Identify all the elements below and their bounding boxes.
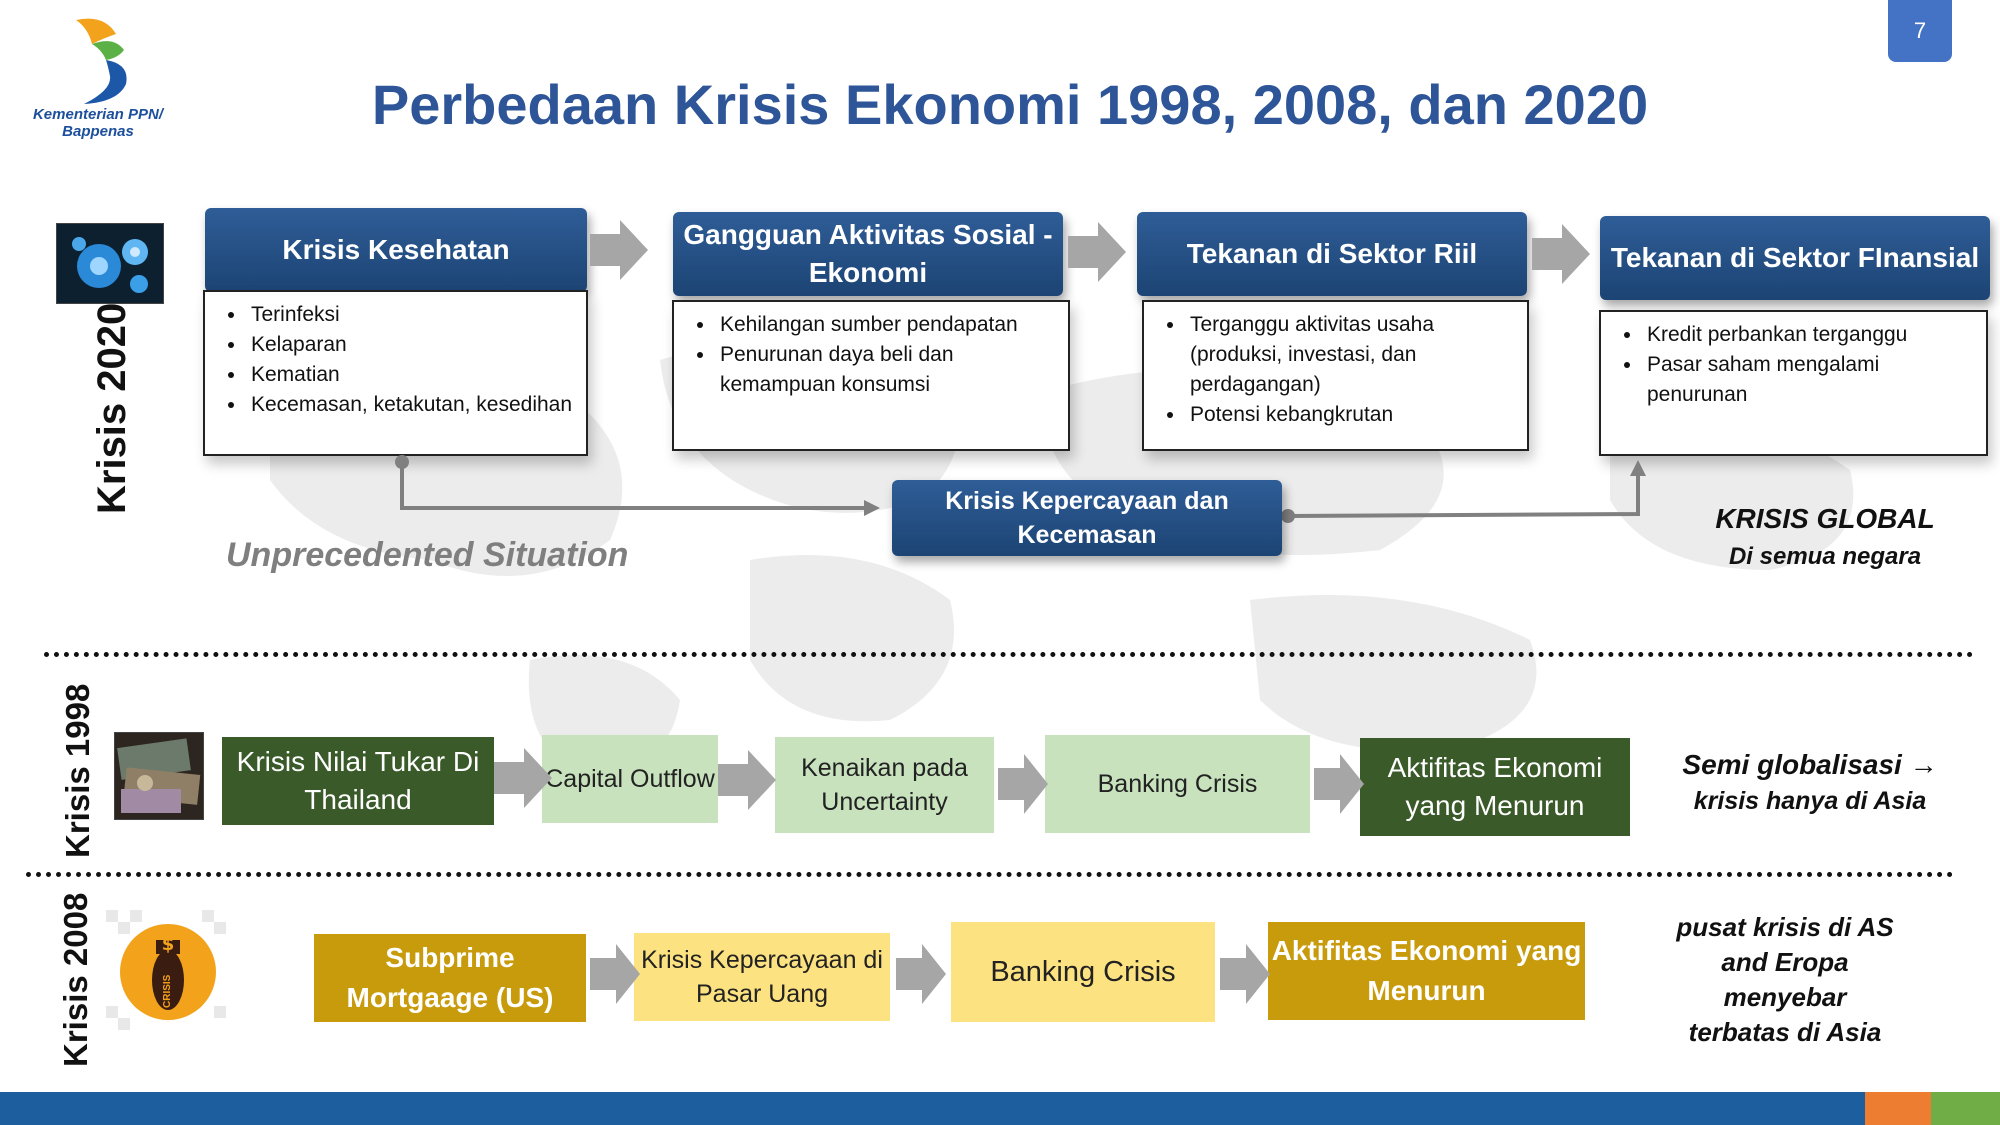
arrow-right-icon	[718, 750, 776, 810]
flow-2008-step-4: Aktifitas Ekonomi yang Menurun	[1268, 922, 1585, 1020]
arrow-right-icon	[1220, 944, 1270, 1004]
list-item: Kelaparan	[247, 330, 576, 360]
crisis-icon-text: CRISIS	[162, 974, 173, 1008]
flow-1998-step-1: Krisis Nilai Tukar Di Thailand	[222, 737, 494, 825]
scope-1998: Semi globalisasi → krisis hanya di Asia	[1660, 746, 1960, 820]
flow-2008-step-2: Krisis Kepercayaan di Pasar Uang	[634, 933, 890, 1021]
scope-2020: KRISIS GLOBAL Di semua negara	[1690, 500, 1960, 576]
page-title: Perbedaan Krisis Ekonomi 1998, 2008, dan…	[371, 73, 1649, 136]
stage-box-gangguan-aktivitas: Kehilangan sumber pendapatan Penurunan d…	[672, 300, 1070, 451]
list-item: Potensi kebangkrutan	[1186, 400, 1517, 430]
scope-2008: pusat krisis di AS and Eropa menyebar te…	[1640, 910, 1930, 1050]
bappenas-emblem-icon	[76, 18, 127, 104]
arrow-right-icon	[1314, 754, 1364, 814]
stage-box-krisis-kesehatan: Terinfeksi Kelaparan Kematian Kecemasan,…	[203, 290, 588, 456]
bappenas-logo: Kementerian PPN/ Bappenas	[18, 14, 178, 146]
scope-line: terbatas di Asia	[1688, 1017, 1882, 1047]
flow-1998-step-4: Banking Crisis	[1045, 735, 1310, 833]
stage-header-tekanan-finansial: Tekanan di Sektor FInansial	[1600, 216, 1990, 300]
section-divider	[44, 652, 1974, 657]
arrow-right-icon	[1068, 222, 1126, 282]
list-item: Kehilangan sumber pendapatan	[716, 310, 1058, 340]
stage-header-gangguan-aktivitas: Gangguan Aktivitas Sosial - Ekonomi	[673, 212, 1063, 296]
list-item: Kecemasan, ketakutan, kesedihan	[247, 390, 576, 420]
page-number-badge: 7	[1888, 0, 1952, 62]
flow-2008-step-3: Banking Crisis	[951, 922, 1215, 1022]
scope-line: and Eropa	[1721, 947, 1849, 977]
flow-1998-step-5: Aktifitas Ekonomi yang Menurun	[1360, 738, 1630, 836]
list-item: Penurunan daya beli dan kemampuan konsum…	[716, 340, 1058, 400]
list-item: Terinfeksi	[247, 300, 576, 330]
arrow-right-icon	[1532, 224, 1590, 284]
section-divider	[26, 872, 1954, 877]
scope-title: KRISIS GLOBAL	[1715, 503, 1935, 534]
org-name-line2: Bappenas	[62, 123, 134, 140]
flow-2008-step-1: Subprime Mortgaage (US)	[314, 934, 586, 1022]
svg-text:$: $	[162, 934, 175, 955]
arrow-right-icon	[998, 754, 1048, 814]
scope-line: pusat krisis di AS	[1676, 912, 1894, 942]
footer-bar-blue	[0, 1092, 1865, 1125]
krisis-1998-label: Krisis 1998	[59, 683, 96, 858]
center-box-krisis-kepercayaan: Krisis Kepercayaan dan Kecemasan	[892, 480, 1282, 556]
scope-subtitle: Di semua negara	[1728, 543, 1922, 570]
org-name-line1: Kementerian PPN/	[32, 106, 164, 123]
stage-header-krisis-kesehatan: Krisis Kesehatan	[205, 208, 587, 292]
flow-1998-step-3: Kenaikan pada Uncertainty	[775, 737, 994, 833]
virus-icon	[56, 223, 164, 304]
arrow-right-icon	[590, 220, 648, 280]
krisis-2008-label: Krisis 2008	[57, 892, 94, 1067]
scope-line: Semi globalisasi →	[1682, 749, 1938, 780]
krisis-2020-label: Krisis 2020	[90, 302, 134, 514]
footer-bar-green	[1931, 1092, 2000, 1125]
flow-1998-step-2: Capital Outflow	[542, 735, 718, 823]
arrow-right-icon	[590, 944, 640, 1004]
scope-line: krisis hanya di Asia	[1693, 787, 1927, 815]
stage-box-tekanan-riil: Terganggu aktivitas usaha (produksi, inv…	[1142, 300, 1529, 451]
scope-line: menyebar	[1723, 982, 1847, 1012]
list-item: Terganggu aktivitas usaha (produksi, inv…	[1186, 310, 1517, 400]
stage-box-tekanan-finansial: Kredit perbankan terganggu Pasar saham m…	[1599, 310, 1988, 456]
arrow-right-icon	[494, 748, 552, 808]
arrow-right-icon	[896, 944, 946, 1004]
list-item: Kredit perbankan terganggu	[1643, 320, 1976, 350]
unprecedented-note: Unprecedented Situation	[226, 536, 629, 574]
list-item: Kematian	[247, 360, 576, 390]
banknotes-icon	[114, 732, 204, 820]
stage-header-tekanan-riil: Tekanan di Sektor Riil	[1137, 212, 1527, 296]
crisis-bomb-icon: $ CRISIS	[106, 910, 230, 1030]
footer-bar-orange	[1865, 1092, 1931, 1125]
list-item: Pasar saham mengalami penurunan	[1643, 350, 1976, 410]
